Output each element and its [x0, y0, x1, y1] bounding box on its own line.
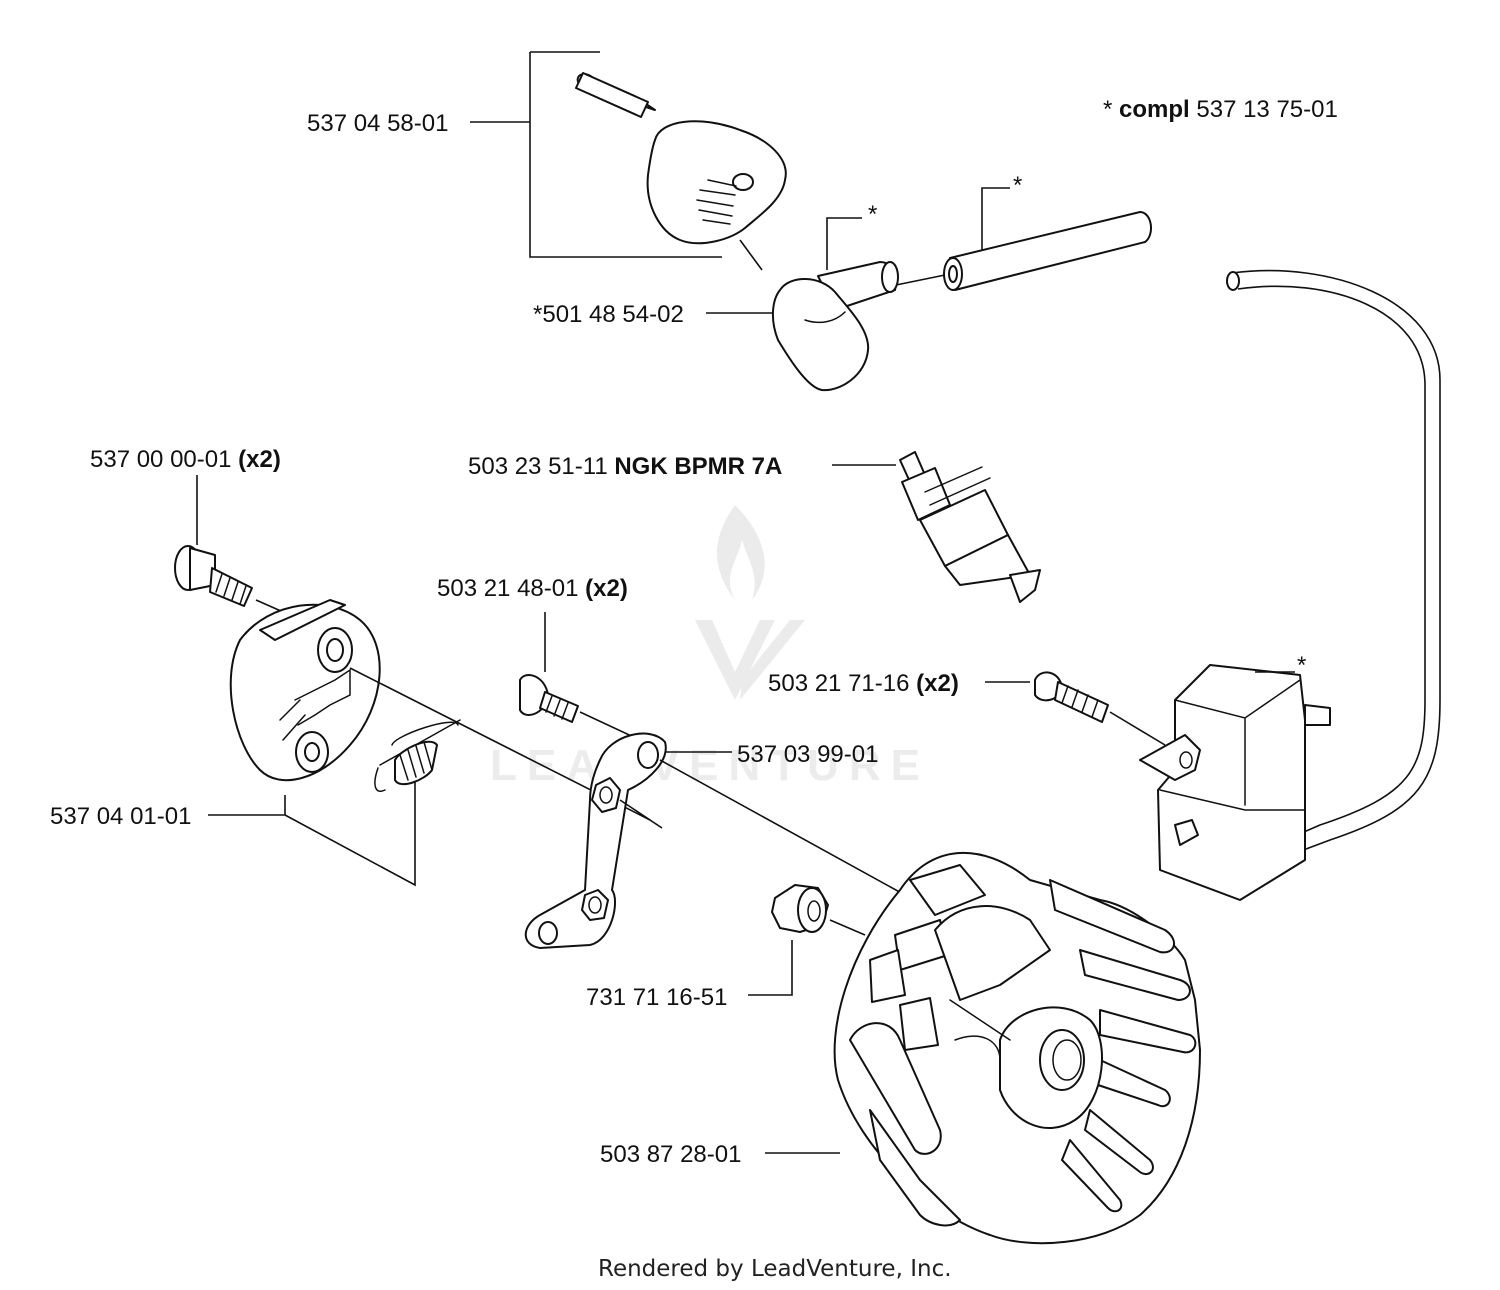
label-nut: 731 71 16-51: [586, 984, 727, 1011]
asterisk-tube: *: [1013, 172, 1022, 199]
coil-screw-part: [1034, 671, 1109, 723]
label-boot: *501 48 54-02: [533, 301, 684, 328]
leader-tube-asterisk: [981, 187, 1010, 250]
leader-boot-asterisk: [826, 217, 862, 270]
label-bolt: 537 00 00-01 (x2): [90, 446, 281, 473]
leader-cap: [470, 51, 722, 258]
leader-clutch: [208, 775, 416, 887]
watermark-logo: [695, 505, 805, 700]
kit-note: * compl 537 13 75-01: [1103, 96, 1338, 123]
clutch-bolt-part: [174, 545, 253, 607]
label-screw: 503 21 48-01 (x2): [437, 575, 628, 602]
ignition-coil-part: [1139, 269, 1441, 901]
plug-boot-part: [772, 261, 899, 392]
leader-coilscrew-to-coil: [1109, 711, 1166, 746]
axis-line-pawl: [659, 759, 906, 896]
label-cap: 537 04 58-01: [307, 110, 448, 137]
clutch-spring-part: [374, 719, 461, 792]
spark-plug-part: [899, 451, 1041, 603]
leader-nut: [748, 940, 793, 996]
leader-boot-to-tube: [895, 274, 946, 286]
plug-cap-part: [575, 72, 787, 245]
flywheel-nut-part: [771, 884, 829, 933]
footer-credit: Rendered by LeadVenture, Inc.: [598, 1256, 952, 1282]
ignition-tube-part: [943, 211, 1152, 291]
watermark-text: LEADVENTURE: [490, 741, 930, 790]
label-coilscrew: 503 21 71-16 (x2): [768, 670, 959, 697]
asterisk-coil: *: [1297, 652, 1306, 679]
label-pawl: 537 03 99-01: [737, 741, 878, 768]
leader-pawl-axis: [619, 799, 663, 829]
clutch-shoe-part: [229, 599, 381, 782]
leader-cap-to-boot: [739, 239, 763, 271]
pawl-part: [524, 732, 667, 949]
label-clutch: 537 04 01-01: [50, 803, 191, 830]
label-flywheel: 503 87 28-01: [600, 1141, 741, 1168]
leader-nut-to-flywheel: [829, 919, 866, 936]
pawl-screw-part: [519, 674, 579, 723]
flywheel-part: [833, 851, 1201, 1245]
label-plug: 503 23 51-11 NGK BPMR 7A: [468, 453, 782, 480]
asterisk-boot: *: [868, 201, 877, 228]
